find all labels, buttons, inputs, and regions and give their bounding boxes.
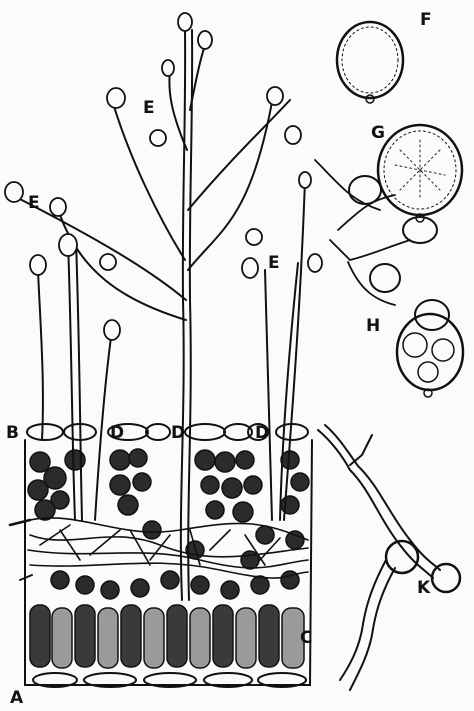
palisade-layer bbox=[30, 605, 306, 687]
label-g: G bbox=[371, 125, 385, 142]
sporangium-g bbox=[378, 125, 462, 222]
label-b: B bbox=[6, 425, 19, 442]
label-d2: D bbox=[171, 425, 185, 442]
hyphae-network bbox=[28, 518, 308, 578]
label-e1: E bbox=[143, 100, 155, 117]
label-c: C bbox=[300, 630, 312, 647]
label-h: H bbox=[366, 318, 380, 335]
germinating-spores-k bbox=[318, 425, 460, 690]
leaf-tissue-section bbox=[25, 424, 312, 687]
label-f: F bbox=[420, 12, 432, 29]
label-e2: E bbox=[28, 195, 40, 212]
label-e3: E bbox=[268, 255, 280, 272]
conidiophores bbox=[12, 30, 305, 600]
conidia bbox=[5, 13, 322, 340]
mesophyll-cells bbox=[28, 449, 309, 599]
zoospores-h bbox=[315, 160, 463, 397]
label-k: K bbox=[417, 580, 430, 597]
label-d1: D bbox=[110, 425, 124, 442]
label-a: A bbox=[10, 690, 23, 707]
oospore-f bbox=[337, 22, 403, 103]
label-d3: D bbox=[255, 425, 269, 442]
